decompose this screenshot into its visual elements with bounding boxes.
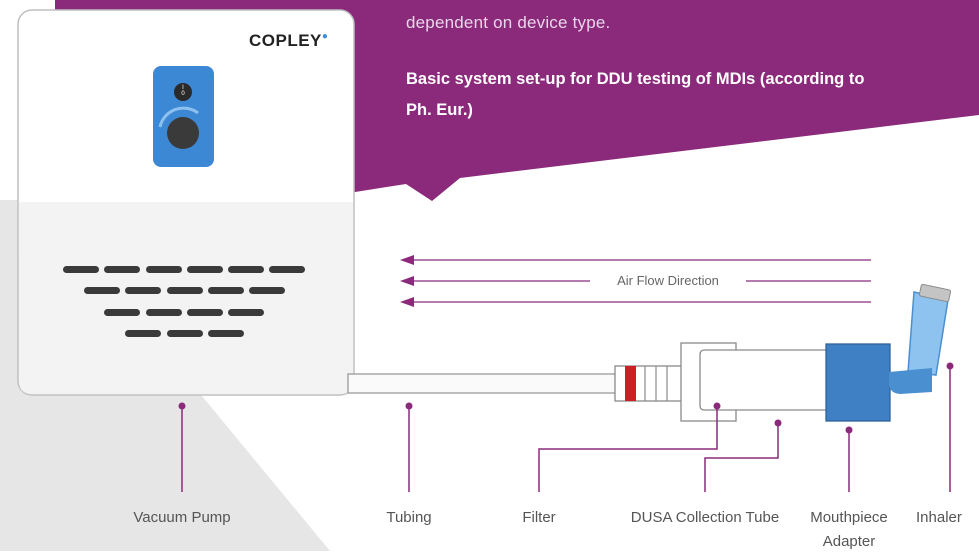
control-knob <box>167 117 199 149</box>
diagram-heading: Basic system set-up for DDU testing of M… <box>406 70 865 119</box>
leader-lines <box>181 366 951 492</box>
vent-slot <box>167 287 203 294</box>
vent-slot <box>146 266 182 273</box>
switch-mark-on: I <box>182 85 184 91</box>
vent-slot <box>269 266 305 273</box>
pump-lower-panel <box>19 202 353 394</box>
brand-text: COPLEY <box>249 31 322 50</box>
leader-dots <box>178 362 954 434</box>
inhaler-body <box>907 291 949 376</box>
flow-arrowhead <box>400 276 414 286</box>
brand-dot-icon: ● <box>321 31 329 42</box>
flow-arrowhead <box>400 297 414 307</box>
label-inhaler: Inhaler <box>916 509 962 526</box>
vent-slot <box>249 287 285 294</box>
leader-dot <box>774 419 782 427</box>
filter-red-band <box>625 366 636 401</box>
copley-logo: COPLEY● <box>249 31 328 51</box>
pump-vents <box>63 266 305 337</box>
switch-marks: I 0 <box>177 85 189 97</box>
label-mouthpiece-adapter: Mouthpiece Adapter <box>810 509 888 550</box>
leader-dot <box>405 402 413 410</box>
flow-arrowhead <box>400 255 414 265</box>
power-switch <box>174 83 192 101</box>
inhaler-canister <box>918 283 952 303</box>
vent-slot <box>228 266 264 273</box>
vent-slot <box>125 287 161 294</box>
vent-slot <box>167 330 203 337</box>
vent-slot <box>208 330 244 337</box>
leader-filter <box>538 406 718 492</box>
mouthpiece-adapter-graphic <box>825 343 891 422</box>
vent-slot <box>125 330 161 337</box>
vent-slot <box>104 309 140 316</box>
leader-dot <box>845 426 853 434</box>
dial-arc <box>158 106 199 128</box>
label-tubing: Tubing <box>386 509 432 526</box>
vacuum-pump-graphic <box>17 9 355 396</box>
leader-dot <box>713 402 721 410</box>
vent-slot <box>84 287 120 294</box>
intro-text: dependent on device type. <box>406 13 611 32</box>
vent-slot <box>104 266 140 273</box>
air-flow-label: Air Flow Direction <box>617 273 719 288</box>
leader-dot <box>946 362 954 370</box>
switch-mark-off: 0 <box>181 91 185 97</box>
leader-dot <box>178 402 186 410</box>
vent-slot <box>146 309 182 316</box>
label-vacuum-pump: Vacuum Pump <box>133 509 231 526</box>
inhaler-graphic <box>889 283 952 394</box>
vent-slot <box>228 309 264 316</box>
vent-slot <box>63 266 99 273</box>
label-filter: Filter <box>522 509 556 526</box>
air-flow-arrows <box>400 255 871 307</box>
pump-control-panel <box>153 66 214 167</box>
leader-dusa-tube <box>704 423 779 492</box>
vent-slot <box>187 309 223 316</box>
vent-slot <box>187 266 223 273</box>
label-dusa-collection-tube: DUSA Collection Tube <box>630 509 780 526</box>
tubing-graphic <box>347 373 621 394</box>
vent-slot <box>208 287 244 294</box>
inhaler-mouthpiece <box>889 368 932 394</box>
